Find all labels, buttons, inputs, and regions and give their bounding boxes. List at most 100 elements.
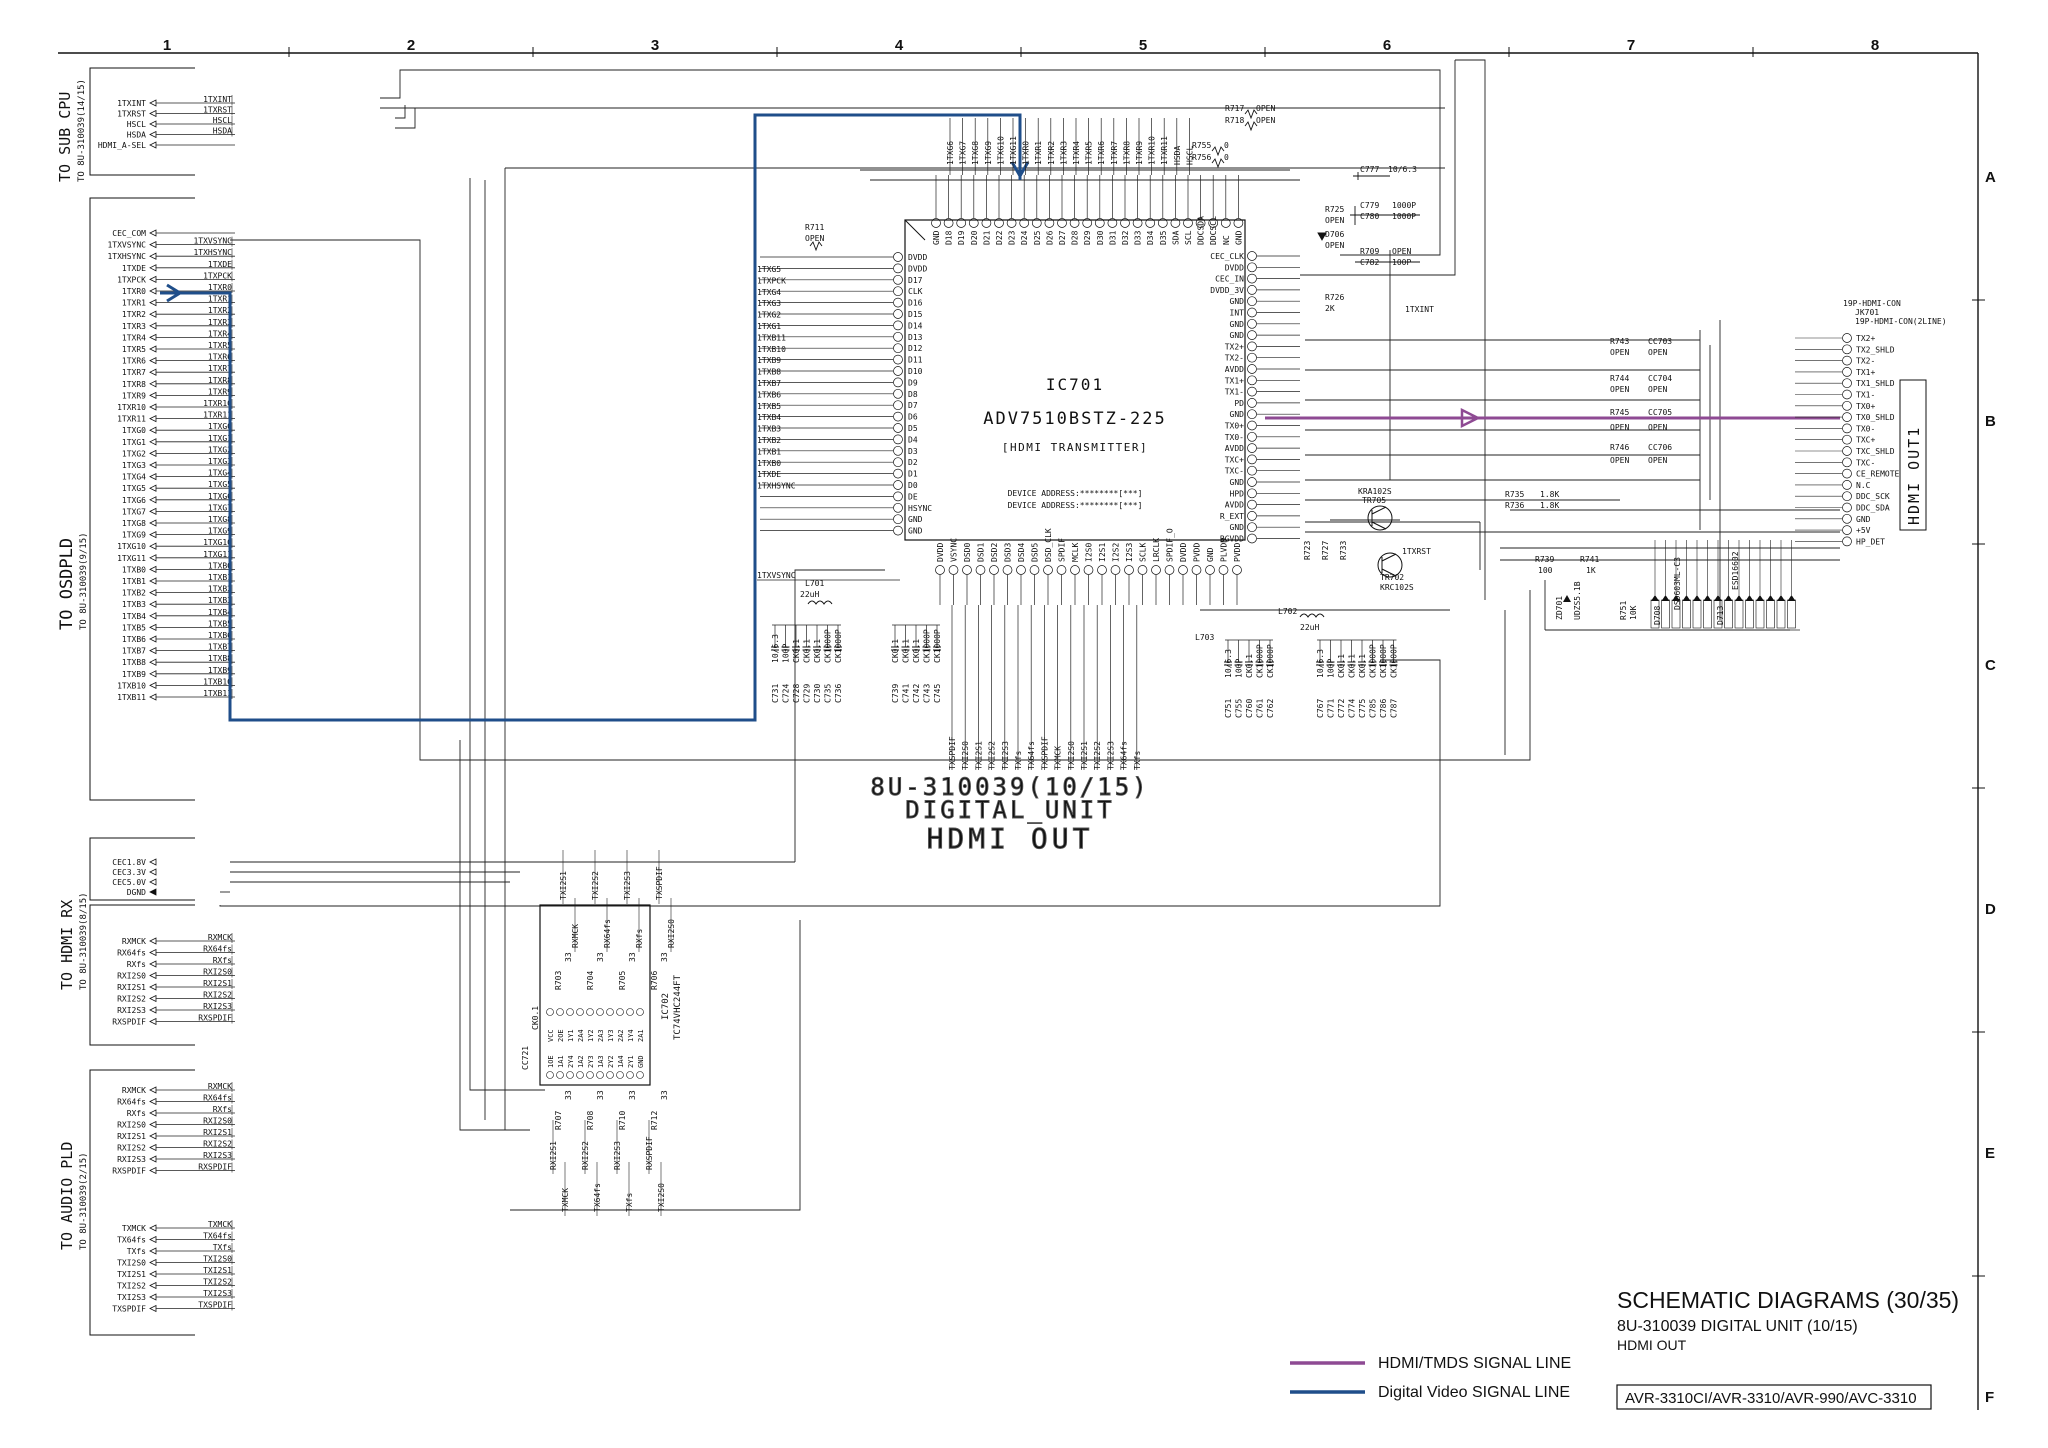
capacitor-value: 10/6.3	[1224, 649, 1233, 678]
net-label: 1TXG9	[208, 527, 232, 536]
ic701-right-pin: TX0+	[1225, 422, 1244, 431]
net-label: 1TXPCK	[203, 271, 232, 280]
ic701-right-pin: TX2+	[1225, 342, 1244, 351]
net-label: RXMCK	[208, 1082, 232, 1091]
hdmi-connector-pin: TX0_SHLD	[1856, 413, 1895, 422]
capacitor-value: CK1000P	[1369, 644, 1378, 678]
connector-pin-label: 1TXG10	[117, 542, 146, 551]
connector-pin-label: RXI2S1	[117, 1132, 146, 1141]
capacitor-ref: C742	[912, 684, 921, 703]
net-label: 1TXDE	[208, 260, 232, 269]
legend: HDMI/TMDS SIGNAL LINE Digital Video SIGN…	[1290, 1355, 1571, 1401]
ic701-bottom-net: TXI2S2	[1093, 741, 1102, 770]
ic701-bottom-net: TX64fs	[1120, 741, 1129, 770]
wiring	[219, 59, 1840, 1211]
ic702-pin: 1A3	[597, 1055, 605, 1068]
capacitor-ref: C762	[1266, 699, 1275, 718]
net-label: RXI2S2	[203, 991, 232, 1000]
capacitor-ref: C786	[1379, 699, 1388, 718]
net-label: TXI2S3	[203, 1289, 232, 1298]
connector-pin-label: RXI2S0	[117, 972, 146, 981]
net-label: 1TXB7	[208, 643, 232, 652]
net-label: 1TXG7	[208, 503, 232, 512]
ic701-left-net: 1TXG4	[757, 288, 781, 297]
connector-pin-label: 1TXG8	[122, 519, 146, 528]
capacitor-ref: C772	[1337, 699, 1346, 718]
ic701-left-pin: CLK	[908, 287, 923, 296]
ic701-bottom-pin: I2S2	[1112, 543, 1121, 562]
ic701-right-pin: CEC_CLK	[1210, 252, 1244, 261]
ic702-pin: 1A4	[617, 1055, 625, 1068]
r736-value: 1.8K	[1540, 501, 1559, 510]
capacitor-value: CK0.1	[813, 639, 822, 663]
ic701-top-pin: D24	[1020, 230, 1029, 245]
cc703-value: OPEN	[1648, 348, 1667, 357]
ic701-bottom-pin: I2S0	[1085, 543, 1094, 562]
sub-cpu-ref: TO 8U-310039(14/15)	[77, 79, 87, 182]
ic701-left-net: 1TXB11	[757, 333, 786, 342]
connector-pin-label: 1TXR5	[122, 345, 146, 354]
ic702-resistor-value: 33	[564, 1090, 573, 1100]
r726-label: R726	[1325, 293, 1344, 302]
capacitor-ref: C755	[1235, 699, 1244, 718]
row-label: D	[1985, 901, 1996, 918]
ic701-left-net: 1TXB5	[757, 402, 781, 411]
connector-pin-label: RXI2S3	[117, 1155, 146, 1164]
ic702-net: TXfs	[625, 1193, 634, 1212]
net-label: RX64fs	[203, 1094, 232, 1103]
ic701-top-pin: D23	[1008, 230, 1017, 245]
connector-pin-label: 1TXG2	[122, 449, 146, 458]
ic701-left-net: 1TXB8	[757, 368, 781, 377]
connector-pin-label: TXI2S3	[117, 1293, 146, 1302]
column-label: 5	[1139, 37, 1147, 54]
ic701-function: [HDMI TRANSMITTER]	[1002, 441, 1148, 454]
connector-pin-label: 1TXHSYNC	[107, 252, 146, 261]
ic701-left-pin: D9	[908, 378, 918, 387]
ic701-pins: DVDDDVDDD17CLKD16D15D14D13D12D11D10D9D8D…	[760, 175, 1300, 605]
net-label: TXI2S0	[203, 1255, 232, 1264]
center-title-line-1: 8U-310039(10/15)	[870, 773, 1149, 801]
ic701-top-net: 1TXR10	[1148, 136, 1157, 165]
r717-label: R717	[1225, 104, 1244, 113]
r743-value: OPEN	[1610, 348, 1629, 357]
net-label: 1TXR7	[208, 364, 232, 373]
ic701-bottom-pin: SCLK	[1139, 543, 1148, 562]
ic702-net: TXI2S2	[591, 871, 600, 900]
net-label: 1TXG4	[208, 469, 232, 478]
connector-part-1: 19P-HDMI-CON	[1843, 299, 1901, 308]
ic701-right-pin: TX2-	[1225, 354, 1244, 363]
net-label: 1TXG2	[208, 445, 232, 454]
ic702-pin: 1Y1	[567, 1029, 575, 1042]
ic701-top-pin: D20	[970, 230, 979, 245]
hdmi-connector-pin: TX1_SHLD	[1856, 379, 1895, 388]
r718-label: R718	[1225, 116, 1244, 125]
ic701-left-net: 1TXB0	[757, 459, 781, 468]
c780-label: C780	[1360, 212, 1379, 221]
ic701-top-net: HSCL	[1185, 146, 1194, 165]
sheet-center-title: 8U-310039(10/15) DIGITAL_UNIT HDMI OUT	[870, 773, 1149, 856]
ic701-top-pin: D34	[1146, 230, 1155, 245]
ic702-resistor: R710	[618, 1111, 627, 1130]
ic701-bottom-net: TXfs	[1133, 751, 1142, 770]
ic701-right-pin: AVDD	[1225, 444, 1244, 453]
ic701-bottom-net: TXI2S3	[1001, 741, 1010, 770]
net-label: 1TXG3	[208, 457, 232, 466]
row-label: E	[1985, 1145, 1995, 1162]
capacitor-value: 100P	[1327, 659, 1336, 678]
capacitor-ref: C767	[1316, 699, 1325, 718]
r711-label: R711	[805, 223, 824, 232]
capacitor-value: 10/6.3	[771, 634, 780, 663]
ic701-net-labels: 1TXG51TXPCK1TXG41TXG31TXG21TXG11TXB111TX…	[757, 118, 1194, 581]
ic702-part: TC74VHC244FT	[673, 974, 683, 1040]
ic702-resistor-value: 33	[628, 1090, 637, 1100]
ic701-left-pin: D10	[908, 367, 923, 376]
connector-pin-label: 1TXB10	[117, 681, 146, 690]
net-label: TXMCK	[208, 1220, 232, 1229]
hdmi-connector-pin: +5V	[1856, 526, 1871, 535]
hdmi-connector-pin: HP_DET	[1856, 537, 1885, 546]
footer-models: AVR-3310CI/AVR-3310/AVR-990/AVC-3310	[1625, 1390, 1917, 1407]
capacitor-value: CK0.1	[902, 639, 911, 663]
ic702-resistor: R708	[586, 1111, 595, 1130]
net-label: 1TXR4	[208, 329, 232, 338]
hdmi-connector-pin: TX1+	[1856, 368, 1875, 377]
